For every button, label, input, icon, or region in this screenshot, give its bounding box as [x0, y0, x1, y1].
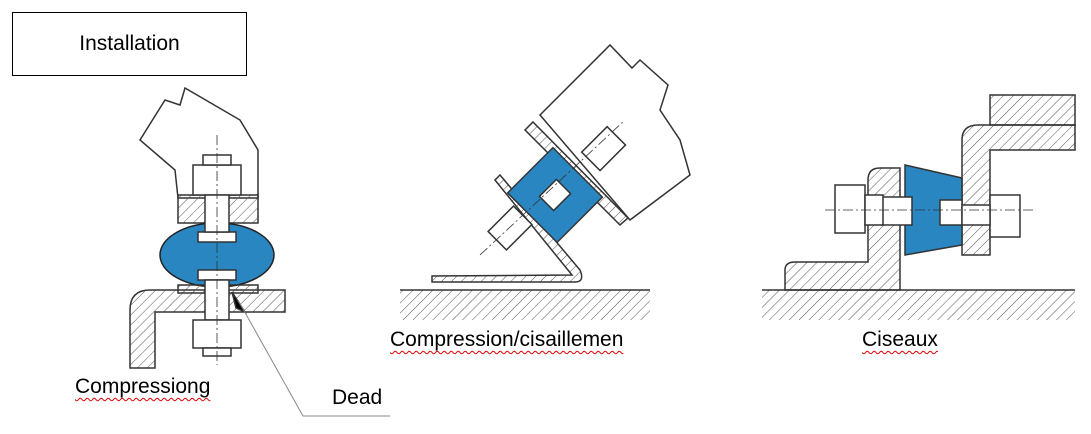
label-compression: Compressiong — [75, 375, 211, 398]
label-dead: Dead — [332, 386, 383, 409]
compression-shear-mount — [400, 43, 691, 320]
title-box: Installation — [12, 12, 247, 76]
label-scissors: Ciseaux — [862, 328, 938, 351]
label-compression-shear: Compression/cisaillemen — [390, 328, 624, 351]
compression-mount — [129, 86, 390, 417]
scissors-mount — [762, 94, 1076, 320]
